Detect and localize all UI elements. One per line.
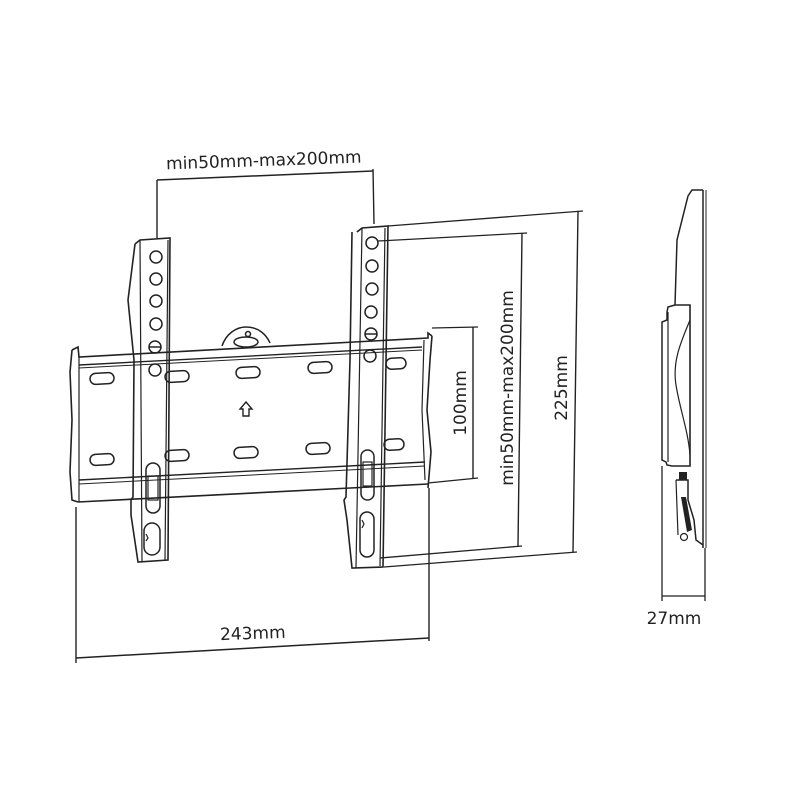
left-arm bbox=[127, 237, 171, 563]
dim-label-depth: 27mm bbox=[647, 609, 702, 629]
dim-label-top: min50mm-max200mm bbox=[166, 148, 362, 175]
left-arm-holes bbox=[148, 250, 163, 377]
dim-top-horizontal: min50mm-max200mm bbox=[156, 148, 375, 238]
dim-total-height: 225mm bbox=[383, 210, 584, 568]
side-view: 27mm bbox=[647, 189, 707, 629]
right-arm-holes bbox=[363, 236, 379, 363]
wall-plate bbox=[69, 331, 433, 503]
dim-label-plate-height: 100mm bbox=[451, 370, 471, 436]
dim-bottom-width: 243mm bbox=[75, 488, 430, 663]
dim-plate-height: 100mm bbox=[427, 326, 479, 484]
right-arm bbox=[343, 225, 389, 569]
lock-hanger bbox=[221, 326, 271, 348]
dim-label-total-height: 225mm bbox=[552, 355, 572, 421]
dim-label-arm-range: min50mm-max200mm bbox=[498, 290, 518, 486]
dim-label-width: 243mm bbox=[220, 623, 286, 645]
up-arrow-icon bbox=[238, 400, 254, 417]
dim-arm-range: min50mm-max200mm bbox=[377, 232, 528, 559]
